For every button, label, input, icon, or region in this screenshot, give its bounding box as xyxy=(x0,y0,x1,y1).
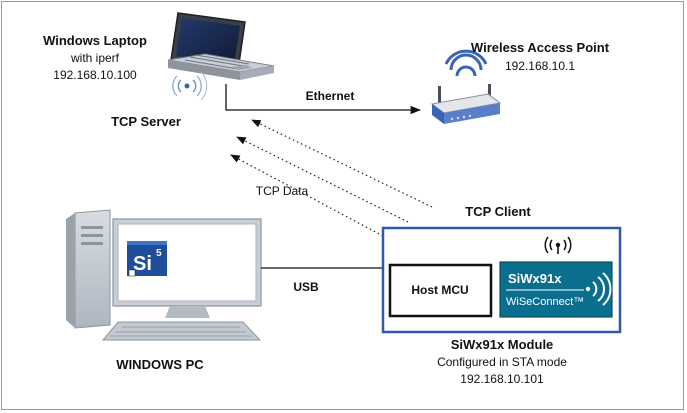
access-point-title: Wireless Access Point xyxy=(471,40,610,55)
laptop-ip: 192.168.10.100 xyxy=(53,68,137,82)
windows-pc-title: WINDOWS PC xyxy=(116,357,204,372)
laptop-title: Windows Laptop xyxy=(43,33,147,48)
module-wireless-icon xyxy=(544,236,572,254)
windows-pc-icon xyxy=(66,209,262,341)
ethernet-label: Ethernet xyxy=(306,89,355,103)
host-mcu-box xyxy=(388,263,493,318)
module-ip: 192.168.10.101 xyxy=(460,372,544,386)
module-title: SiWx91x Module xyxy=(451,337,554,352)
tcp-data-flows xyxy=(230,119,433,237)
module-mode: Configured in STA mode xyxy=(437,355,567,369)
chip-wireless-icon xyxy=(585,272,612,306)
laptop-icon xyxy=(167,12,275,80)
usb-label: USB xyxy=(293,280,319,294)
laptop-subtitle: with iperf xyxy=(70,51,120,65)
ethernet-link xyxy=(225,84,422,115)
tcp-server-label: TCP Server xyxy=(111,114,181,129)
simplicity-studio-logo: Si 5 xyxy=(127,241,167,277)
laptop-wireless-signal-icon xyxy=(172,71,208,101)
access-point-icon xyxy=(430,49,502,124)
logo-superscript: 5 xyxy=(156,248,162,259)
host-mcu-label: Host MCU xyxy=(411,283,468,297)
chip-brand: WiSeConnect™ xyxy=(506,296,584,308)
chip-name: SiWx91x xyxy=(508,271,562,286)
tcp-data-label: TCP Data xyxy=(256,184,309,198)
access-point-ip: 192.168.10.1 xyxy=(505,59,575,73)
tcp-client-label: TCP Client xyxy=(465,204,531,219)
logo-text: Si xyxy=(133,253,152,275)
